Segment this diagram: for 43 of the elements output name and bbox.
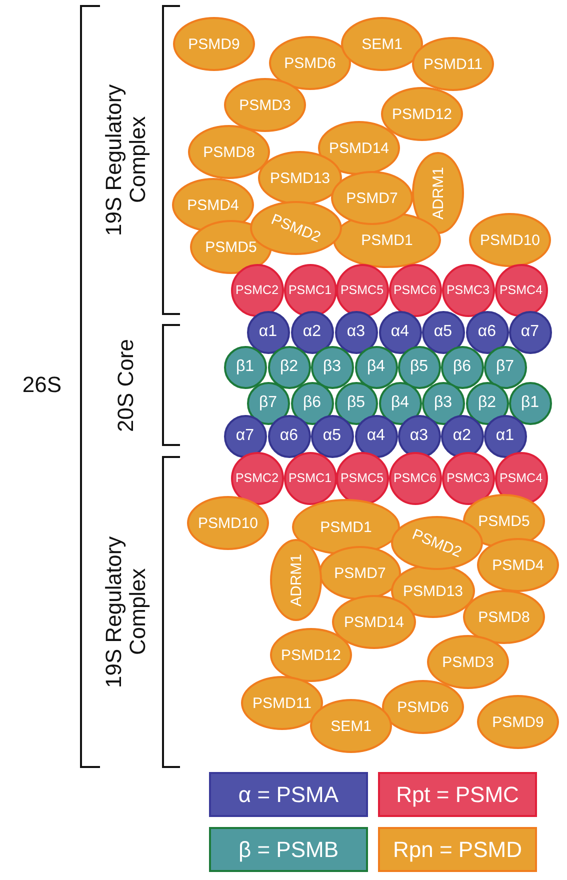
rpt-subunit-circle: PSMC1 xyxy=(284,264,336,316)
alpha-subunit-circle: α7 xyxy=(508,310,552,354)
rpt-subunit-circle: PSMC1 xyxy=(284,452,336,504)
legend-key: Rpn = PSMD xyxy=(378,827,537,872)
rpn-subunit-ellipse: PSMD10 xyxy=(187,496,269,550)
rpn-subunit-ellipse: PSMD6 xyxy=(382,680,464,734)
rpt-subunit-circle: PSMC2 xyxy=(230,264,284,316)
rpt-subunit-circle: PSMC2 xyxy=(230,452,284,504)
rpn-subunit-ellipse: PSMD14 xyxy=(332,595,416,649)
legend-key: Rpt = PSMC xyxy=(378,772,537,817)
rpn-subunit-ellipse: PSMD3 xyxy=(224,78,306,132)
legend-key: α = PSMA xyxy=(209,772,368,817)
rpn-subunit-ellipse: PSMD8 xyxy=(463,590,545,644)
rpn-subunit-ellipse: PSMD11 xyxy=(241,676,323,730)
rpn-subunit-ellipse: PSMD8 xyxy=(188,125,270,179)
rpn-subunit-ellipse: PSMD4 xyxy=(477,538,559,592)
rpt-subunit-circle: PSMC6 xyxy=(388,264,442,316)
subcomplex-label: 19S Regulatory Complex xyxy=(102,83,150,238)
rpt-subunit-circle: PSMC6 xyxy=(388,452,442,504)
alpha-subunit-circle: α7 xyxy=(224,414,266,458)
subcomplex-label: 19S Regulatory Complex xyxy=(102,535,150,690)
rpn-subunit-ellipse: PSMD9 xyxy=(477,695,559,749)
subcomplex-label: 20S Core xyxy=(114,338,138,432)
rpn-subunit-ellipse: SEM1 xyxy=(341,17,423,71)
rpt-subunit-circle: PSMC3 xyxy=(442,452,494,504)
rpt-subunit-circle: PSMC5 xyxy=(336,452,388,504)
rpn-subunit-ellipse: PSMD12 xyxy=(381,87,463,141)
rpt-subunit-circle: PSMC5 xyxy=(336,264,388,316)
beta-subunit-circle: β1 xyxy=(224,346,266,388)
rpn-subunit-ellipse: PSMD3 xyxy=(427,635,509,689)
legend-key: β = PSMB xyxy=(209,827,368,872)
beta-subunit-circle: β1 xyxy=(508,382,552,424)
rpn-subunit-ellipse: PSMD10 xyxy=(469,213,551,267)
complex-label: 26S xyxy=(22,372,62,398)
rpn-subunit-ellipse: PSMD11 xyxy=(412,37,494,91)
rpn-subunit-ellipse: PSMD9 xyxy=(173,17,255,71)
rpn-subunit-ellipse: PSMD12 xyxy=(270,628,352,682)
rpt-subunit-circle: PSMC4 xyxy=(494,264,548,316)
rpn-subunit-ellipse: PSMD6 xyxy=(269,36,351,90)
rpn-subunit-ellipse: ADRM1 xyxy=(270,539,322,621)
rpn-subunit-ellipse: SEM1 xyxy=(310,699,392,753)
rpt-subunit-circle: PSMC3 xyxy=(442,264,494,316)
rpn-subunit-ellipse: ADRM1 xyxy=(412,152,464,234)
